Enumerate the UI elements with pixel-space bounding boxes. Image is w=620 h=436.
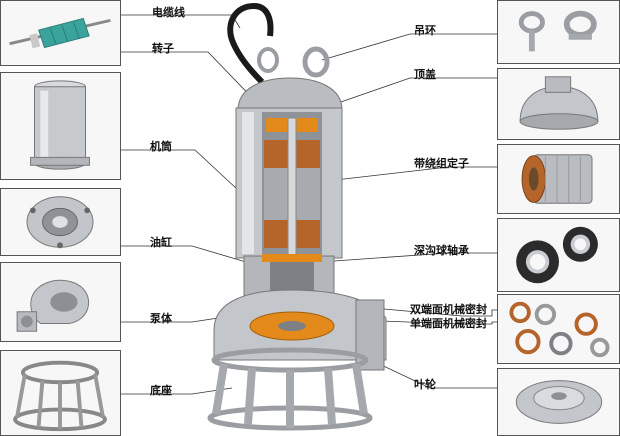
- impeller-icon: [515, 380, 603, 424]
- pump-body-thumb: [0, 262, 121, 342]
- bearing-icon: [516, 226, 598, 284]
- cable-icon: [227, 2, 274, 85]
- seal-thumb: [497, 294, 620, 364]
- base-thumb: [0, 350, 121, 436]
- bearing-thumb: [497, 218, 620, 292]
- stator-thumb: [497, 144, 620, 214]
- stator-icon: [521, 154, 593, 204]
- label-cable: 电缆线: [152, 6, 185, 19]
- cage-icon: [13, 360, 107, 432]
- eyebolt-icon: [518, 10, 597, 52]
- top-cover-thumb: [497, 68, 620, 140]
- flange-icon: [26, 196, 94, 249]
- volute-icon: [16, 279, 90, 332]
- label-top-cover: 顶盖: [414, 68, 436, 81]
- impeller-thumb: [497, 368, 620, 436]
- label-impeller: 叶轮: [414, 378, 436, 391]
- label-double-seal: 双端面机械密封: [410, 303, 487, 316]
- label-bearing: 深沟球轴承: [414, 244, 469, 257]
- oil-chamber-thumb: [0, 188, 121, 256]
- cover-icon: [519, 76, 599, 130]
- label-base: 底座: [150, 384, 172, 397]
- rotor-thumb: [0, 0, 121, 66]
- casing-thumb: [0, 72, 121, 180]
- label-oil-chamber: 油缸: [150, 236, 172, 249]
- rotor-icon: [9, 17, 111, 49]
- label-lifting-ring: 吊环: [414, 24, 436, 37]
- label-single-seal: 单端面机械密封: [410, 317, 487, 330]
- label-stator: 带绕组定子: [414, 157, 469, 170]
- label-casing: 机筒: [150, 140, 172, 153]
- seal-icon: [509, 301, 610, 358]
- label-rotor: 转子: [152, 42, 174, 55]
- label-pump-body: 泵体: [150, 312, 172, 325]
- lifting-ring-thumb: [497, 0, 620, 64]
- cylinder-icon: [30, 80, 90, 170]
- pump-cutaway: [207, 2, 387, 431]
